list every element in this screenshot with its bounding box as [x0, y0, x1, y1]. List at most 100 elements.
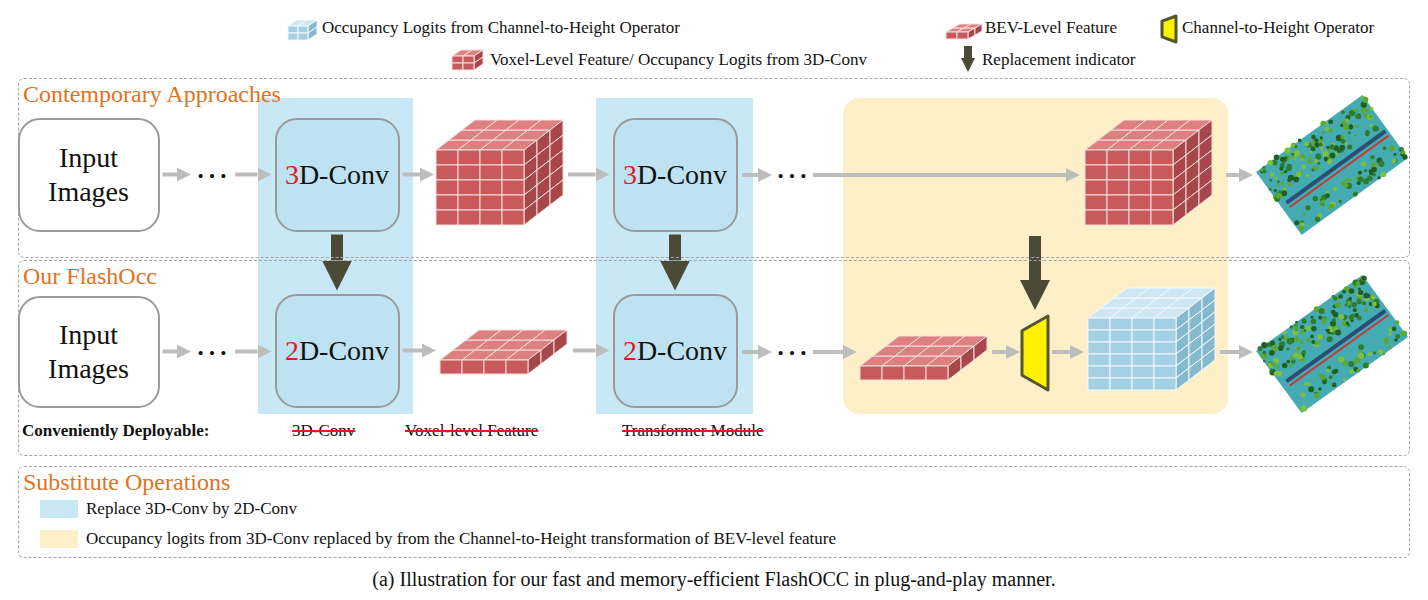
brick-front — [480, 195, 502, 210]
vegetation-dot — [1354, 109, 1358, 113]
vegetation-dot — [1322, 321, 1326, 325]
vegetation-dot — [1332, 318, 1336, 322]
vegetation-dot — [1314, 393, 1320, 399]
flow-arrow — [813, 350, 843, 354]
vegetation-dot — [1338, 294, 1343, 299]
vegetation-dot — [1311, 147, 1316, 152]
vegetation-dot — [1373, 351, 1376, 354]
brick-front — [1129, 210, 1151, 225]
vegetation-dot — [1326, 368, 1330, 372]
vegetation-dot — [1263, 170, 1267, 174]
vegetation-dot — [1358, 290, 1363, 295]
brick-front — [926, 366, 948, 380]
vegetation-dot — [1333, 187, 1337, 191]
box-label-rest: D-Conv — [299, 159, 389, 190]
conv-box: 3D-Conv — [613, 118, 738, 232]
vegetation-dot — [1287, 178, 1291, 182]
vegetation-dot — [1319, 308, 1325, 314]
brick-side — [968, 28, 975, 39]
vegetation-dot — [1348, 297, 1352, 301]
arrow-layer — [742, 168, 1253, 359]
vegetation-dot — [1286, 347, 1289, 350]
vegetation-dot — [1263, 351, 1267, 355]
vegetation-dot — [1364, 308, 1369, 313]
vegetation-dot — [1302, 350, 1306, 354]
conv-box: 2D-Conv — [275, 294, 400, 408]
vegetation-dot — [1394, 338, 1398, 342]
vegetation-dot — [1346, 322, 1349, 325]
brick-front — [1154, 318, 1176, 330]
brick-front — [1085, 210, 1107, 225]
brick-front — [502, 180, 524, 195]
vegetation-dot — [1326, 146, 1329, 149]
vegetation-dot — [1388, 346, 1391, 349]
legend-text: Voxel-Level Feature/ Occupancy Logits fr… — [490, 49, 867, 71]
brick-front — [458, 150, 480, 165]
brick-front — [463, 63, 474, 70]
vegetation-dot — [1306, 174, 1310, 178]
head-band — [843, 98, 1228, 414]
vegetation-dot — [1320, 147, 1324, 151]
vegetation-dot — [1323, 151, 1329, 157]
vegetation-dot — [1343, 378, 1346, 381]
brick-front — [502, 150, 524, 165]
legend-item: Voxel-Level Feature/ Occupancy Logits fr… — [490, 49, 867, 71]
brick-front — [1132, 330, 1154, 342]
vegetation-dot — [1314, 159, 1318, 163]
vegetation-dot — [1368, 352, 1372, 356]
vegetation-dot — [1300, 154, 1305, 159]
vegetation-dot — [1275, 177, 1278, 180]
vegetation-dot — [1267, 160, 1272, 165]
replacement-arrow — [669, 235, 681, 261]
dimension-digit: 3 — [285, 159, 299, 190]
legend-swatch — [40, 530, 78, 548]
dimension-digit: 2 — [285, 335, 299, 366]
vegetation-dot — [1334, 327, 1337, 330]
vegetation-dot — [1348, 146, 1351, 149]
brick-front — [1088, 366, 1110, 378]
brick-front — [436, 195, 458, 210]
arrow-head — [1066, 168, 1080, 182]
legend-item: Replacement indicator — [982, 49, 1135, 71]
vegetation-dot — [1356, 291, 1362, 297]
vegetation-dot — [1389, 145, 1395, 151]
legend-icon — [452, 50, 483, 70]
vegetation-dot — [1378, 349, 1383, 354]
vegetation-dot — [1284, 331, 1287, 334]
vegetation-dot — [1345, 118, 1349, 122]
vegetation-dot — [1358, 176, 1364, 182]
vegetation-dot — [1300, 325, 1304, 329]
legend-item: Replace 3D-Conv by 2D-Conv — [40, 498, 297, 520]
vegetation-dot — [1274, 371, 1279, 376]
vegetation-dot — [1338, 314, 1344, 320]
removed-item: Voxel-level Feature — [405, 420, 538, 441]
brick-front — [1110, 318, 1132, 330]
vegetation-dot — [1364, 169, 1367, 172]
vegetation-dot — [1348, 124, 1353, 129]
vegetation-dot — [1301, 164, 1306, 169]
box-label: 3D-Conv — [285, 158, 389, 192]
flow-arrow — [742, 173, 758, 177]
arrow-head — [422, 344, 436, 358]
brick-side — [1199, 180, 1212, 205]
vegetation-dot — [1351, 314, 1355, 318]
vegetation-dot — [1321, 146, 1324, 149]
caption: (a) Illustration for our fast and memory… — [0, 566, 1428, 592]
vegetation-dot — [1358, 171, 1362, 175]
vegetation-dot — [1306, 338, 1310, 342]
bev-feature — [860, 336, 987, 380]
channel-to-height-operator — [1022, 316, 1048, 390]
vegetation-dot — [1372, 302, 1377, 307]
ellipsis: … — [195, 148, 229, 186]
legend-text: Replace 3D-Conv by 2D-Conv — [86, 498, 297, 520]
brick-front — [480, 165, 502, 180]
conv-box: 2D-Conv — [613, 294, 738, 408]
vegetation-dot — [1313, 196, 1319, 202]
occupancy-scene — [1256, 275, 1408, 413]
vegetation-dot — [1320, 204, 1323, 207]
vegetation-dot — [1300, 325, 1303, 328]
vegetation-dot — [1341, 135, 1345, 139]
vegetation-dot — [1284, 156, 1287, 159]
vegetation-dot — [1281, 190, 1287, 196]
